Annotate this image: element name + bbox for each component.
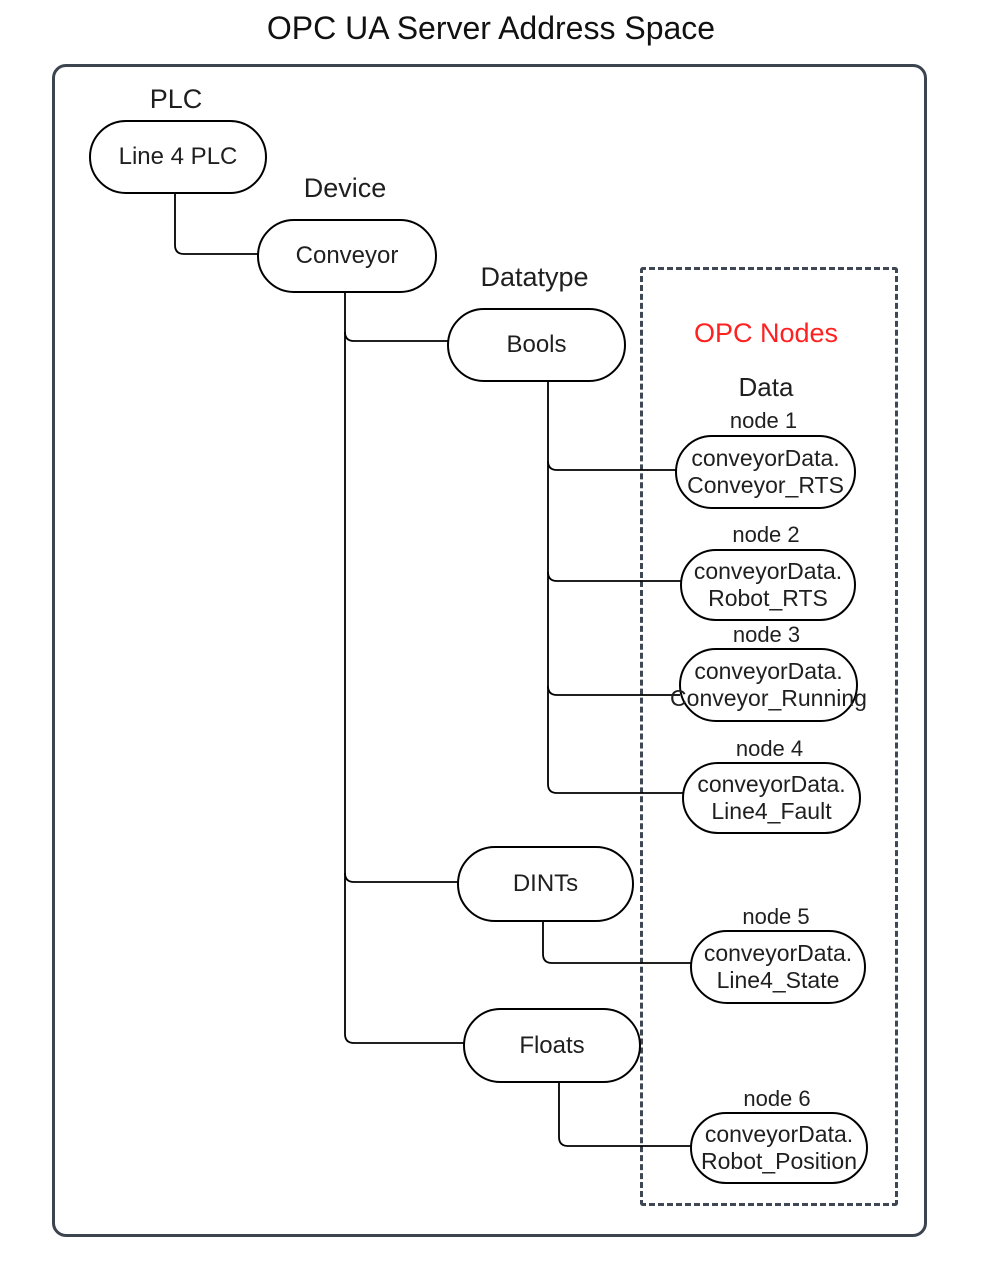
opc-node-text-line2: Robot_RTS	[708, 585, 828, 611]
opc-node-text-line1: conveyorData.	[697, 771, 846, 797]
opc-nodes-panel-title: OPC Nodes	[693, 318, 839, 348]
opc-node-text-line2: Line4_Fault	[711, 798, 832, 824]
opc-node-label: node 3	[732, 622, 801, 647]
connector-branch-bools	[344, 331, 448, 342]
tree-node-label: Conveyor	[295, 242, 399, 269]
opc-node-label: node 5	[742, 904, 810, 929]
opc-node-label: node 1	[729, 408, 798, 433]
opc-node-bubble-line4-state: conveyorData. Line4_State	[690, 930, 866, 1004]
data-group-label: Data	[738, 372, 794, 402]
tree-node-label: Line 4 PLC	[118, 143, 238, 170]
opc-node-text-line1: conveyorData.	[693, 558, 843, 584]
connector-branch-dints	[344, 872, 458, 883]
opc-node-bubble-robot-position: conveyorData. Robot_Position	[690, 1112, 868, 1184]
connector-bools-trunk-to-node4	[547, 378, 683, 794]
diagram-title: OPC UA Server Address Space	[266, 10, 716, 46]
tree-node-label: DINTs	[512, 870, 579, 897]
tree-node-conveyor: Conveyor	[257, 219, 437, 293]
plc-group-label: PLC	[149, 84, 203, 114]
datatype-group-label: Datatype	[480, 262, 589, 292]
tree-node-label: Bools	[506, 331, 567, 358]
tree-node-line4-plc: Line 4 PLC	[89, 120, 267, 194]
tree-node-dints: DINTs	[457, 846, 634, 922]
connector-conveyor-trunk-to-floats	[344, 290, 464, 1044]
connector-branch-node2	[547, 571, 681, 582]
opc-node-label: node 4	[735, 736, 804, 761]
opc-node-text-line1: conveyorData.	[703, 940, 853, 966]
tree-node-bools: Bools	[447, 308, 626, 382]
connector-dints-to-node5	[542, 918, 691, 964]
address-space-frame	[52, 64, 927, 1237]
opc-node-text-line1: conveyorData.	[691, 445, 840, 471]
tree-node-floats: Floats	[463, 1008, 641, 1083]
tree-node-label: Floats	[519, 1031, 585, 1059]
opc-node-bubble-conveyor-rts: conveyorData. Conveyor_RTS	[675, 435, 856, 509]
connector-plc-to-conveyor	[174, 191, 258, 255]
opc-node-text-line1: conveyorData.	[694, 658, 843, 684]
opc-node-label: node 6	[743, 1086, 811, 1111]
opc-nodes-dashed-panel	[640, 267, 898, 1206]
opc-node-text-line2: Line4_State	[716, 967, 840, 993]
opc-node-text-line2: Conveyor_RTS	[687, 472, 844, 498]
opc-node-bubble-conveyor-running: conveyorData. Conveyor_Running	[670, 648, 867, 722]
opc-node-label: node 2	[732, 522, 800, 547]
opc-node-text-line2: Robot_Position	[701, 1148, 857, 1174]
opc-node-text-line2: Conveyor_Running	[670, 685, 867, 711]
connector-branch-node1	[547, 460, 676, 471]
opc-node-bubble-robot-rts: conveyorData. Robot_RTS	[680, 549, 856, 621]
opc-node-text-line1: conveyorData.	[704, 1121, 854, 1147]
opc-node-bubble-line4-fault: conveyorData. Line4_Fault	[682, 762, 861, 834]
connector-branch-node3	[547, 685, 680, 696]
connector-floats-to-node6	[558, 1079, 691, 1147]
device-group-label: Device	[303, 173, 387, 203]
